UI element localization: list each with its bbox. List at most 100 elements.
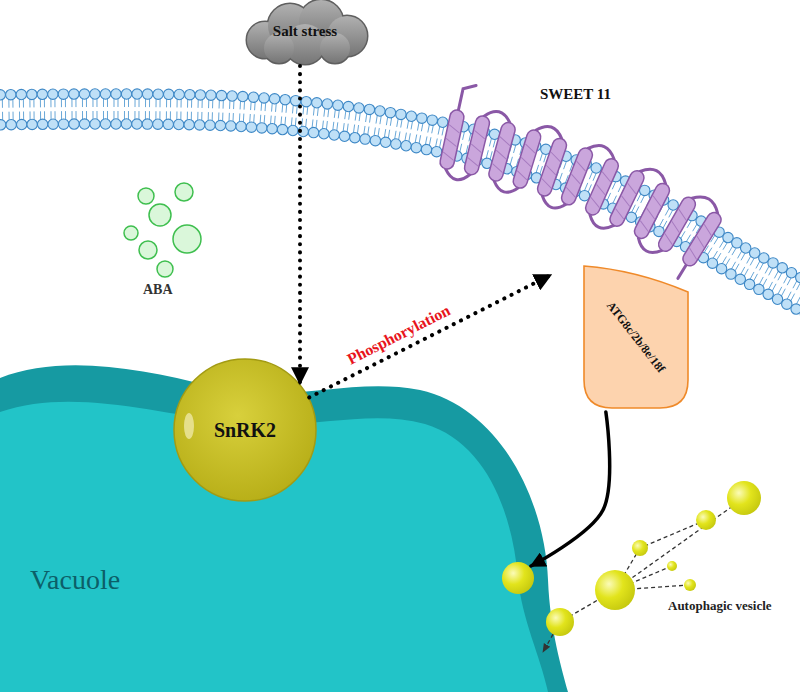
helix-body <box>512 128 543 189</box>
protein-loop <box>458 85 476 110</box>
hormone-label: ABA <box>143 282 173 298</box>
lipid-head <box>401 141 411 151</box>
lipid-head <box>360 134 370 144</box>
vesicle-label: Autophagic vesicle <box>668 598 772 614</box>
lipid-head <box>238 91 248 101</box>
kinase-body <box>174 359 316 501</box>
lipid-head <box>385 107 395 117</box>
lipid-head <box>269 94 279 104</box>
autophagic-vesicle <box>595 570 635 610</box>
lipid-head <box>716 264 726 274</box>
aba-molecules <box>124 183 201 277</box>
lipid-head <box>744 279 754 289</box>
transmembrane-helix <box>512 128 543 189</box>
lipid-head <box>6 89 16 99</box>
lipid-head <box>79 89 89 99</box>
lipid-tail <box>796 282 800 290</box>
node-label: Salt stress <box>235 0 375 62</box>
lipid-head <box>248 92 258 102</box>
helix-body <box>487 121 516 183</box>
lipid-head <box>79 119 89 129</box>
lipid-head <box>437 117 447 127</box>
lipid-head <box>370 135 380 145</box>
lipid-head <box>174 119 184 129</box>
lipid-head <box>206 90 216 100</box>
lipid-head <box>100 119 110 129</box>
helix-stripe <box>613 183 639 219</box>
lipid-head <box>142 119 152 129</box>
lipid-head <box>216 90 226 100</box>
lipid-head <box>322 99 332 109</box>
autophagic-vesicle <box>632 540 648 556</box>
lipid-head <box>69 119 79 129</box>
lipid-head <box>58 119 68 129</box>
transporter-helices <box>439 85 724 278</box>
autophagic-vesicle <box>667 561 677 571</box>
lipid-head <box>364 104 374 114</box>
lipid-head <box>111 89 121 99</box>
vacuole-front <box>0 402 548 692</box>
lipid-head <box>194 120 204 130</box>
helix-body <box>439 109 465 171</box>
autophagic-vesicle <box>696 510 716 530</box>
lipid-head <box>226 121 236 131</box>
lipid-head <box>726 269 736 279</box>
lipid-head <box>37 119 47 129</box>
lipid-head <box>0 120 6 130</box>
lipid-head <box>185 89 195 99</box>
helix-stripe <box>466 130 486 166</box>
lipid-head <box>16 119 26 129</box>
vesicle-trails <box>543 498 744 652</box>
helix-stripe <box>515 144 536 180</box>
lipid-head <box>100 89 110 99</box>
vesicle-trail <box>615 585 690 590</box>
lipid-head <box>195 90 205 100</box>
aba-molecule <box>139 241 157 259</box>
lipid-head <box>121 119 131 129</box>
edge-label: Phosphorylation <box>345 301 454 368</box>
aba-molecule <box>138 188 154 204</box>
lipid-head <box>205 120 215 130</box>
lipid-head <box>796 272 800 282</box>
helix-body <box>536 137 569 198</box>
helix-stripe <box>491 137 512 173</box>
lipid-head <box>153 119 163 129</box>
lipid-head <box>786 268 796 278</box>
lipid-head <box>58 89 68 99</box>
lipid-head <box>277 124 287 134</box>
lipid-head <box>431 146 441 156</box>
lipid-head <box>772 294 782 304</box>
lipid-bilayer <box>0 89 800 319</box>
lipid-head <box>668 200 678 210</box>
node-label: Vacuole <box>30 564 120 596</box>
aba-molecule <box>149 204 171 226</box>
autophagic-vesicle <box>684 579 696 591</box>
protein-loop <box>678 265 686 279</box>
aba-molecule <box>124 226 138 240</box>
signal-arrow <box>309 275 550 397</box>
lipid-head <box>380 137 390 147</box>
lipid-head <box>591 163 601 173</box>
lipid-head <box>301 96 311 106</box>
lipid-head <box>312 98 322 108</box>
lipid-head <box>163 89 173 99</box>
lipid-head <box>735 274 745 284</box>
lipid-head <box>215 120 225 130</box>
aba-molecule <box>175 183 193 201</box>
lipid-head <box>319 129 329 139</box>
lipid-head <box>48 119 58 129</box>
lipid-head <box>174 89 184 99</box>
lipid-head <box>354 103 364 113</box>
lipid-head <box>288 125 298 135</box>
helix-stripe <box>686 224 714 259</box>
lipid-head <box>27 89 37 99</box>
kinase-highlight <box>184 413 194 439</box>
lipid-head <box>343 101 353 111</box>
lipid-head <box>291 95 301 105</box>
lipid-head <box>16 89 26 99</box>
lipid-head <box>333 100 343 110</box>
lipid-head <box>246 122 256 132</box>
node-label: SnRK2 <box>173 358 317 502</box>
lipid-head <box>763 289 773 299</box>
lipid-head <box>391 139 401 149</box>
